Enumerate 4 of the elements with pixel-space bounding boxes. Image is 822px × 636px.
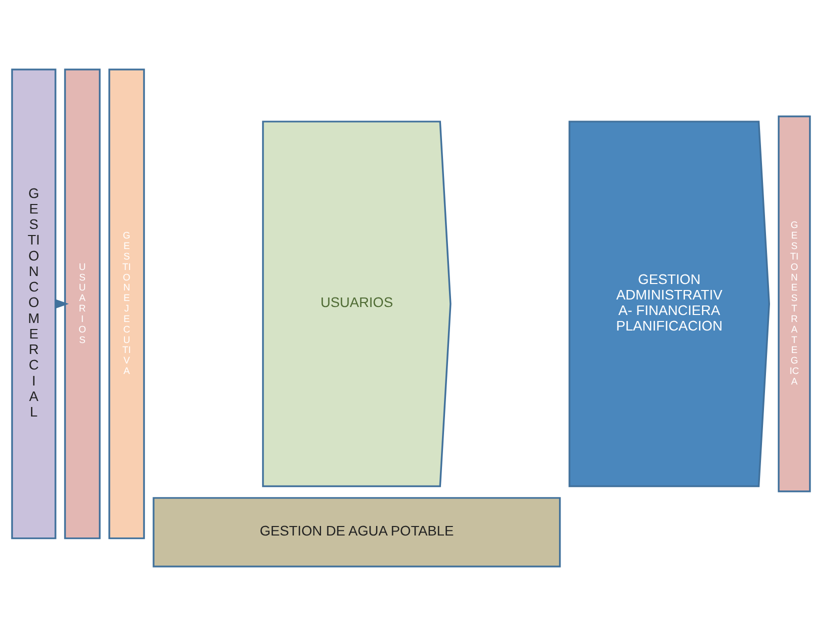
node-box: G E S TI O N E S T R A T E G IC A [778,115,811,492]
node-box: GESTION DE AGUA POTABLE [152,497,561,568]
node-box: G E S TI O N E J E C U TI V A [108,68,145,540]
node-box: U S U A R I O S [64,68,101,540]
